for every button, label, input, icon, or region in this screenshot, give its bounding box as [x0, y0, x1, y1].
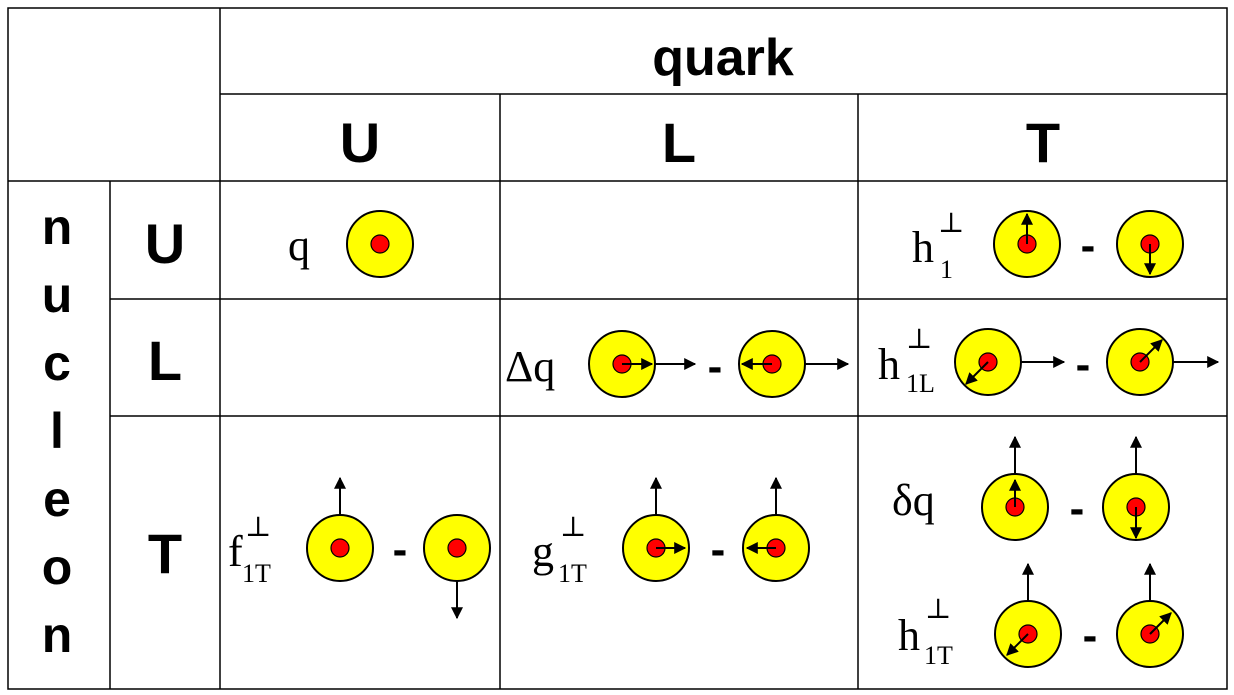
nucleon-row-l: L	[148, 329, 182, 392]
quark-header: quark	[652, 29, 794, 87]
cell-tl-sup: ⊥	[560, 512, 586, 543]
cell-ll-symbol: Δq	[505, 342, 555, 391]
cell-ut-symbol: h	[912, 223, 934, 272]
cell-ut-minus: -	[1081, 221, 1096, 270]
nucleon-letter: n	[42, 607, 73, 663]
cell-tl-dot-1	[622, 476, 690, 582]
cell-tt-b-sub: 1T	[924, 641, 953, 670]
cell-tt-b-dot-2	[1116, 562, 1184, 668]
nucleon-letter: o	[42, 539, 73, 595]
cell-tl-sub: 1T	[558, 559, 587, 588]
quark-col-t: T	[1026, 111, 1060, 174]
nucleon-letter: l	[50, 403, 64, 459]
nucleon-row-t: T	[148, 522, 182, 585]
quark-col-l: L	[662, 111, 696, 174]
cell-tu-sup: ⊥	[245, 512, 271, 543]
cell-tt-a-symbol: δq	[892, 476, 935, 525]
cell-lt-dot-2	[1106, 328, 1220, 396]
nucleon-letter: c	[43, 335, 71, 391]
cell-tl-minus: -	[711, 525, 726, 574]
cell-ut-dot-2	[1116, 210, 1184, 278]
cell-tu-minus: -	[393, 525, 408, 574]
cell-tu-dot-2	[423, 514, 491, 620]
nucleon-letter: n	[42, 199, 73, 255]
cell-tt-b-symbol: h	[898, 611, 920, 660]
nucleon-letter: u	[42, 267, 73, 323]
cell-tu-symbol: f	[228, 527, 243, 576]
cell-ut-dot-1	[993, 210, 1061, 278]
cell-lt-minus: -	[1076, 340, 1091, 389]
cell-uu-dot	[346, 210, 414, 278]
cell-ll-dot-1	[588, 330, 697, 398]
cell-tl-symbol: g	[532, 527, 554, 576]
cell-ut-sup: ⊥	[938, 208, 964, 239]
cell-lt-sup: ⊥	[906, 324, 932, 355]
cell-tt-b-sup: ⊥	[925, 594, 951, 625]
cell-ut-sub: 1	[940, 255, 953, 284]
cell-tt-b-dot-1	[994, 562, 1062, 668]
table-grid	[7, 7, 1228, 690]
cell-lt-dot-1	[954, 328, 1066, 396]
cell-tt-a-dot-2	[1102, 435, 1170, 541]
nucleon-letter: e	[43, 471, 71, 527]
nucleon-label: n u c l e o n	[42, 199, 73, 663]
cell-lt-symbol: h	[878, 340, 900, 389]
cell-uu-symbol: q	[288, 221, 310, 270]
cell-ll-dot-2	[738, 330, 850, 398]
cell-tu-sub: 1T	[242, 559, 271, 588]
nucleon-row-u: U	[145, 212, 185, 275]
quark-col-u: U	[340, 111, 380, 174]
cell-ll-minus: -	[708, 342, 723, 391]
cell-lt-sub: 1L	[906, 369, 935, 398]
cell-tl-dot-2	[742, 476, 810, 582]
cell-tt-b-minus: -	[1083, 611, 1098, 660]
cell-tt-a-dot-1	[981, 435, 1049, 541]
cell-tt-a-minus: -	[1070, 484, 1085, 533]
cell-tu-dot-1	[306, 476, 374, 582]
